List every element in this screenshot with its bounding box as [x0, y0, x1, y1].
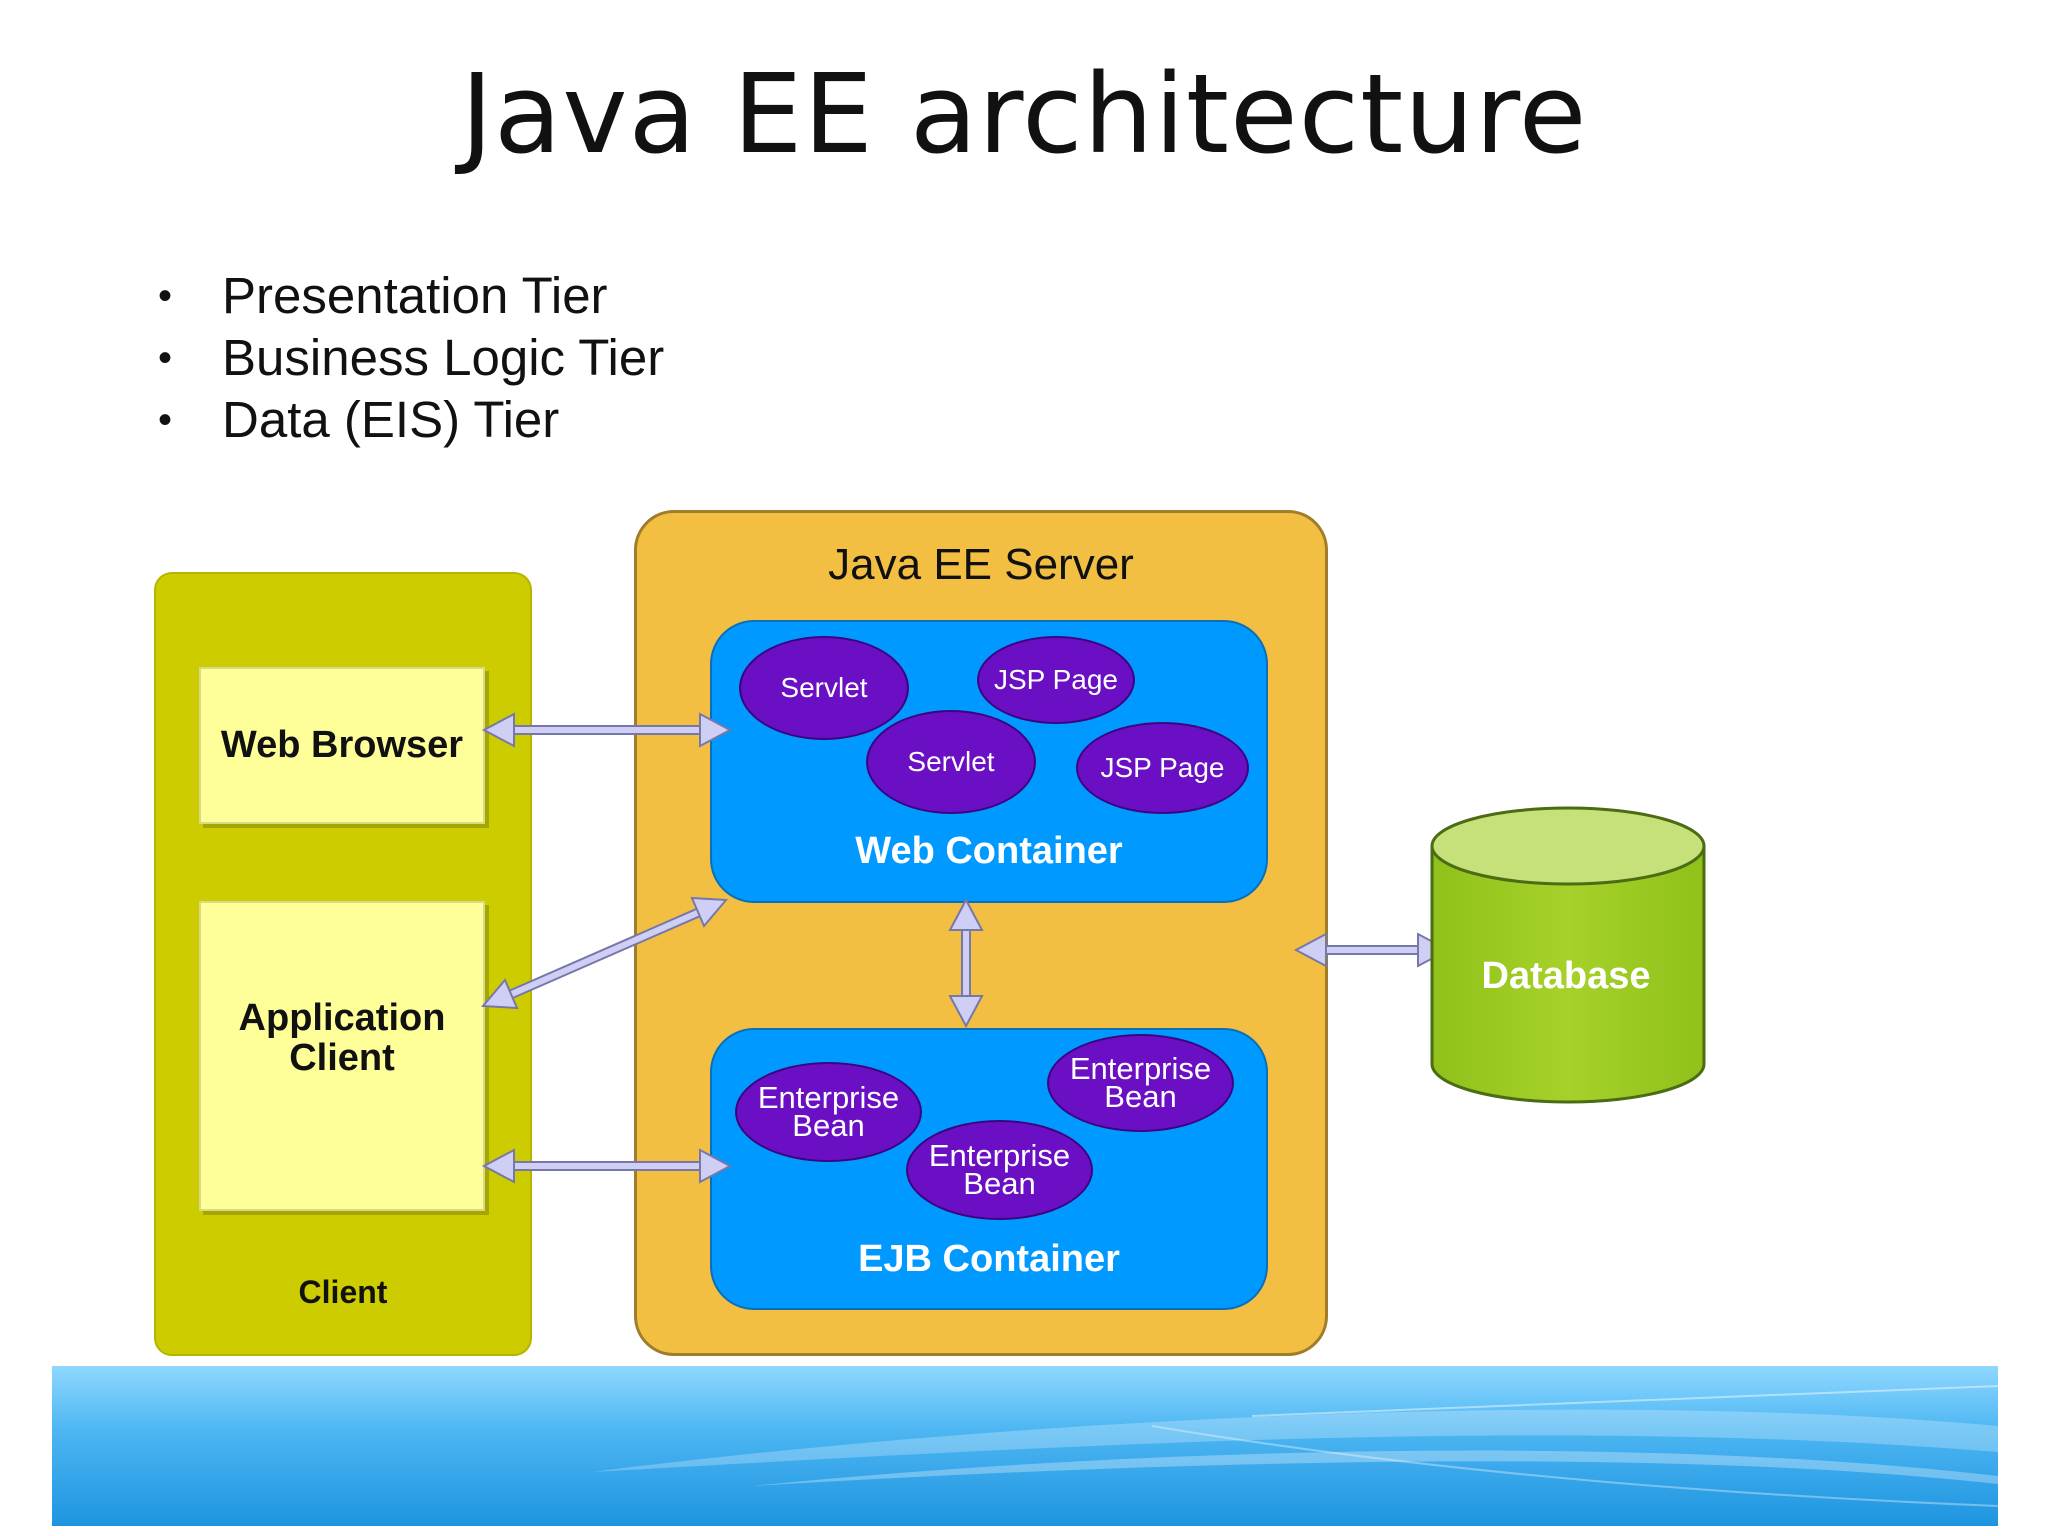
- web-container-label: Web Container: [855, 830, 1123, 872]
- browser-web-container-arrow: [481, 712, 733, 748]
- bullet-icon: •: [158, 336, 173, 380]
- database-label: Database: [1481, 955, 1651, 997]
- enterprise-bean-label-line1: Enterprise: [1069, 1051, 1212, 1086]
- web-browser-box: Web Browser: [199, 667, 485, 824]
- application-client-box: Application Client: [199, 901, 485, 1211]
- enterprise-bean-label-line1: Enterprise: [757, 1080, 900, 1115]
- enterprise-bean-label-line2: Bean: [1104, 1079, 1177, 1114]
- jsp-page-label: JSP Page: [993, 664, 1119, 695]
- application-client-label-line1: Application: [238, 997, 446, 1039]
- bullet-item: • Data (EIS) Tier: [150, 389, 664, 451]
- server-database-arrow: [1293, 932, 1451, 968]
- app-client-web-container-arrow: [480, 896, 729, 1010]
- slide-title: Java EE architecture: [460, 50, 1588, 178]
- web-browser-label: Web Browser: [220, 724, 464, 766]
- app-client-ejb-container-arrow: [481, 1148, 733, 1184]
- bullet-text: Business Logic Tier: [222, 329, 665, 386]
- bullet-text: Presentation Tier: [222, 267, 608, 324]
- java-ee-server-label: Java EE Server: [828, 540, 1134, 589]
- database-cylinder: [1430, 806, 1706, 1104]
- servlet-component: Servlet: [739, 636, 909, 740]
- jsp-page-label: JSP Page: [1100, 752, 1225, 783]
- footer-wave-decoration: [592, 1385, 1998, 1507]
- servlet-component: Servlet: [866, 710, 1036, 814]
- ejb-container-label: EJB Container: [858, 1238, 1120, 1280]
- enterprise-bean-component: Enterprise Bean: [906, 1120, 1093, 1220]
- bullet-text: Data (EIS) Tier: [222, 391, 560, 448]
- web-ejb-container-arrow: [948, 897, 984, 1029]
- enterprise-bean-component: Enterprise Bean: [735, 1062, 922, 1162]
- enterprise-bean-label-line2: Bean: [963, 1166, 1036, 1201]
- enterprise-bean-label-line1: Enterprise: [928, 1138, 1071, 1173]
- application-client-label-line2: Client: [289, 1037, 395, 1079]
- footer-wave-band: [52, 1366, 1998, 1526]
- bullet-icon: •: [158, 398, 173, 442]
- bullet-icon: •: [158, 274, 173, 318]
- bullet-list: •Presentation Tier •Business Logic Tier …: [150, 265, 664, 451]
- bullet-item: • Business Logic Tier: [150, 327, 664, 389]
- enterprise-bean-component: Enterprise Bean: [1047, 1034, 1234, 1132]
- servlet-label: Servlet: [780, 672, 868, 703]
- enterprise-bean-label-line2: Bean: [792, 1108, 865, 1143]
- client-tier-label: Client: [298, 1274, 388, 1310]
- jsp-page-component: JSP Page: [977, 636, 1135, 724]
- jsp-page-component: JSP Page: [1076, 722, 1249, 814]
- bullet-item: • Presentation Tier: [150, 265, 664, 327]
- servlet-label: Servlet: [907, 746, 995, 777]
